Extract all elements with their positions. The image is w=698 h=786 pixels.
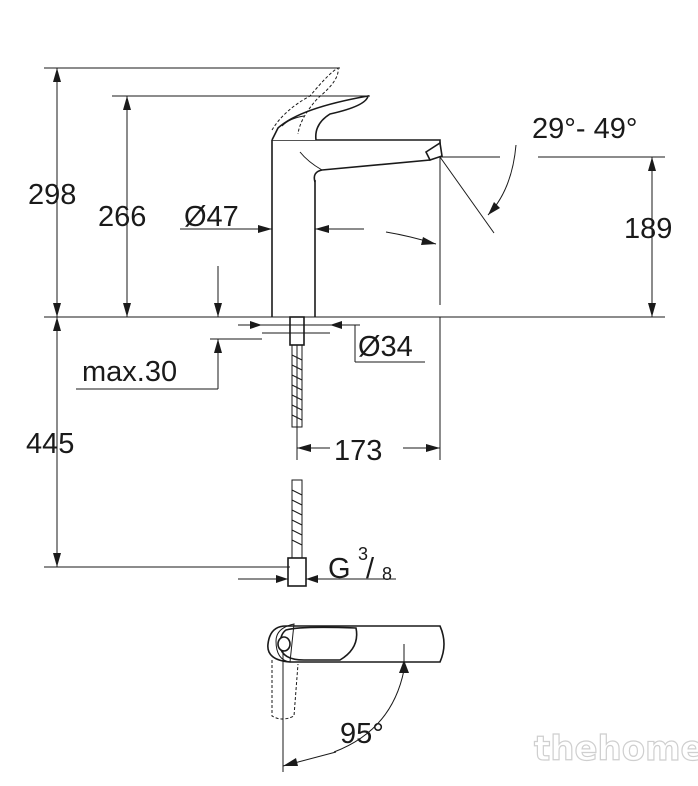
outlet-height-label: 189 — [624, 213, 672, 245]
hole-diameter-label: Ø34 — [358, 331, 413, 363]
handle-rotation-label: 95° — [340, 718, 384, 750]
body-diameter-label: Ø47 — [184, 201, 239, 233]
thread-slash: / — [366, 553, 375, 585]
thread-denominator-label: 8 — [382, 564, 392, 584]
total-height-label: 298 — [28, 179, 76, 211]
faucet-top-view — [267, 623, 445, 772]
spout-reach-label: 173 — [334, 435, 382, 467]
faucet-side-view — [262, 67, 443, 587]
thread-numerator-label: 3 — [358, 544, 368, 564]
dimension-lines — [44, 67, 665, 583]
hose-length-label: 445 — [26, 428, 74, 460]
max-deck-thickness-label: max.30 — [82, 356, 177, 388]
spout-height-label: 266 — [98, 201, 146, 233]
watermark: thehome — [534, 729, 698, 769]
thread-letter-label: G — [328, 553, 351, 585]
spout-angle-label: 29°- 49° — [532, 113, 637, 145]
